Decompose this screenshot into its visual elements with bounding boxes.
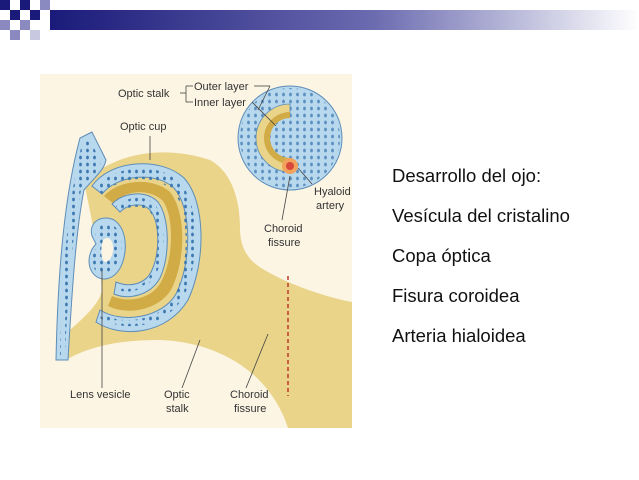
label-optic-stalk-bottom-2: stalk [166,403,189,415]
label-inner-layer: Inner layer [194,97,246,109]
intraretinal-space [104,181,183,311]
label-choroid-fissure-top-1: Choroid [264,223,303,235]
label-hyaloid-artery-1: Hyaloid [314,186,351,198]
label-hyaloid-artery-2: artery [316,200,345,212]
label-lens-vesicle: Lens vesicle [70,389,131,401]
surface-ectoderm [55,131,107,361]
label-optic-stalk-bottom-1: Optic [164,389,190,401]
optic-cup-tissue [58,152,352,428]
slide-bullet-list: Desarrollo del ojo: Vesícula del cristal… [392,163,632,363]
label-choroid-fissure-bottom-1: Choroid [230,389,269,401]
header-checker-squares [0,0,50,40]
bullet-lens-vesicle: Vesícula del cristalino [392,205,570,226]
bullet-hyaloid-artery: Arteria hialoidea [392,325,526,346]
label-optic-cup: Optic cup [120,121,166,133]
bullet-choroid-fissure: Fisura coroidea [392,285,520,306]
bullet-optic-cup: Copa óptica [392,245,491,266]
label-choroid-fissure-top-2: fissure [268,237,300,249]
header-gradient-bar [50,10,639,30]
header-decoration [0,0,639,40]
bullet-eye-development: Desarrollo del ojo: [392,165,542,186]
cross-section-inset [237,85,343,191]
label-outer-layer: Outer layer [194,81,249,93]
label-choroid-fissure-bottom-2: fissure [234,403,266,415]
label-optic-stalk-top: Optic stalk [118,88,170,100]
